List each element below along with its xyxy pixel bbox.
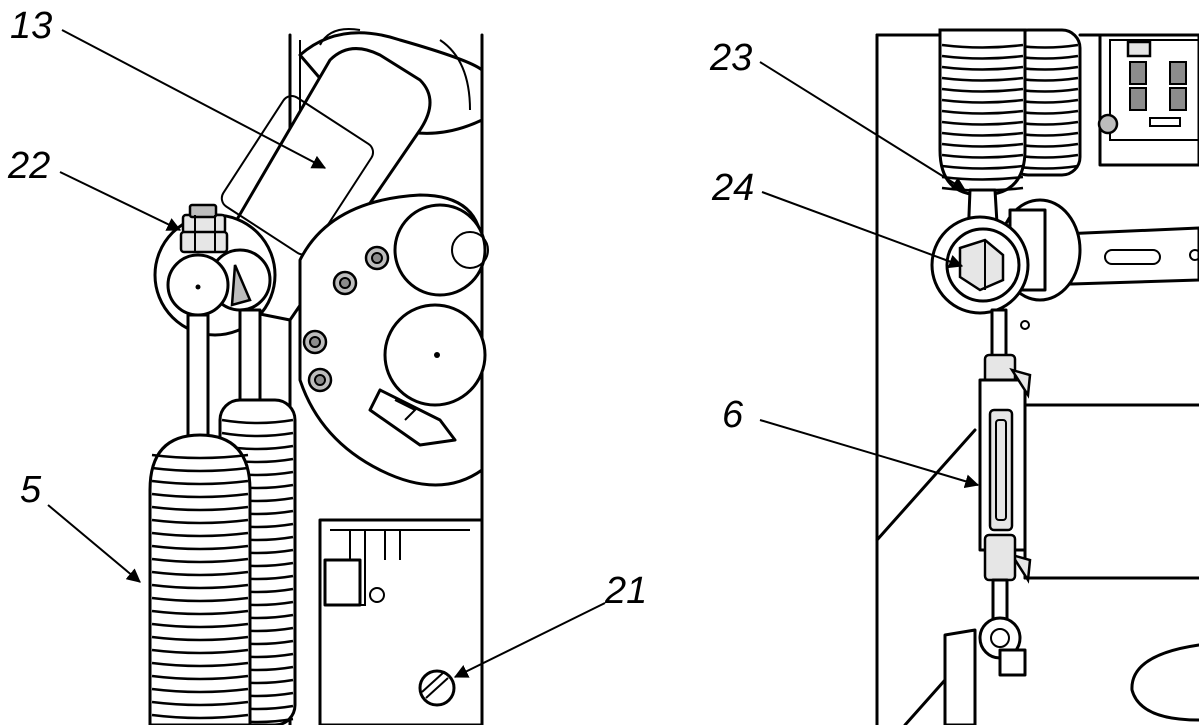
housing-bolts [302, 245, 390, 393]
spring-coil [941, 109, 1024, 115]
spring-coil [151, 648, 249, 655]
spring-coil [941, 65, 1024, 71]
spring-coil [151, 674, 249, 681]
leader-22 [59, 171, 182, 231]
spring-coil [151, 479, 249, 486]
spring-coil [151, 609, 249, 616]
right-front-spring [938, 28, 1027, 197]
spring-coil [151, 700, 249, 707]
spring-coil [151, 544, 249, 551]
leader-21 [453, 602, 606, 678]
front-spring-5 [148, 433, 252, 725]
spring-coil [151, 583, 249, 590]
spring-coil [151, 531, 249, 538]
spring-coil [151, 453, 249, 460]
rear-spring-rod [238, 308, 262, 412]
spring-coil [151, 492, 249, 499]
spring-coil [151, 466, 249, 473]
spring-coil [151, 635, 249, 642]
leader-13 [61, 29, 327, 169]
spring-coil [151, 661, 249, 668]
callout-label-23: 23 [709, 37, 752, 79]
callouts: 13 22 5 21 23 24 6 [7, 5, 980, 678]
upper-pulley [393, 203, 487, 297]
turnbuckle-6 [943, 308, 1032, 725]
spring-coil [941, 87, 1024, 93]
spring-coil [941, 131, 1024, 137]
spring-coil [221, 431, 294, 438]
spring-coil [941, 54, 1024, 60]
spring-coil [941, 164, 1024, 170]
spring-coil [941, 120, 1024, 126]
control-board [1097, 33, 1199, 167]
spring-coil [151, 687, 249, 694]
spring-coil [151, 518, 249, 525]
spring-coil [941, 76, 1024, 82]
callout-label-24: 24 [711, 167, 754, 209]
spring-coil [151, 557, 249, 564]
leader-5 [47, 504, 141, 583]
spring-coil [941, 153, 1024, 159]
lever-arm-slot [220, 94, 375, 256]
hex-nuts [179, 203, 229, 254]
spring-coil [221, 418, 294, 425]
spring-coil [941, 98, 1024, 104]
spring-coil [941, 142, 1024, 148]
leader-6 [759, 419, 980, 489]
callout-label-22: 22 [7, 145, 50, 187]
leader-23 [759, 61, 966, 191]
spring-coil [151, 505, 249, 512]
left-detail-view [148, 28, 489, 725]
callout-label-6: 6 [722, 394, 744, 436]
callout-label-5: 5 [20, 469, 42, 511]
leader-24 [761, 191, 964, 269]
spring-coil [151, 713, 249, 720]
spring-coil [941, 175, 1024, 181]
callout-label-21: 21 [604, 570, 647, 612]
callout-label-13: 13 [10, 5, 52, 47]
spring-coil [151, 596, 249, 603]
spring-coil [151, 570, 249, 577]
right-detail-view [875, 28, 1199, 725]
spring-coil [151, 622, 249, 629]
spring-coil [941, 43, 1024, 49]
